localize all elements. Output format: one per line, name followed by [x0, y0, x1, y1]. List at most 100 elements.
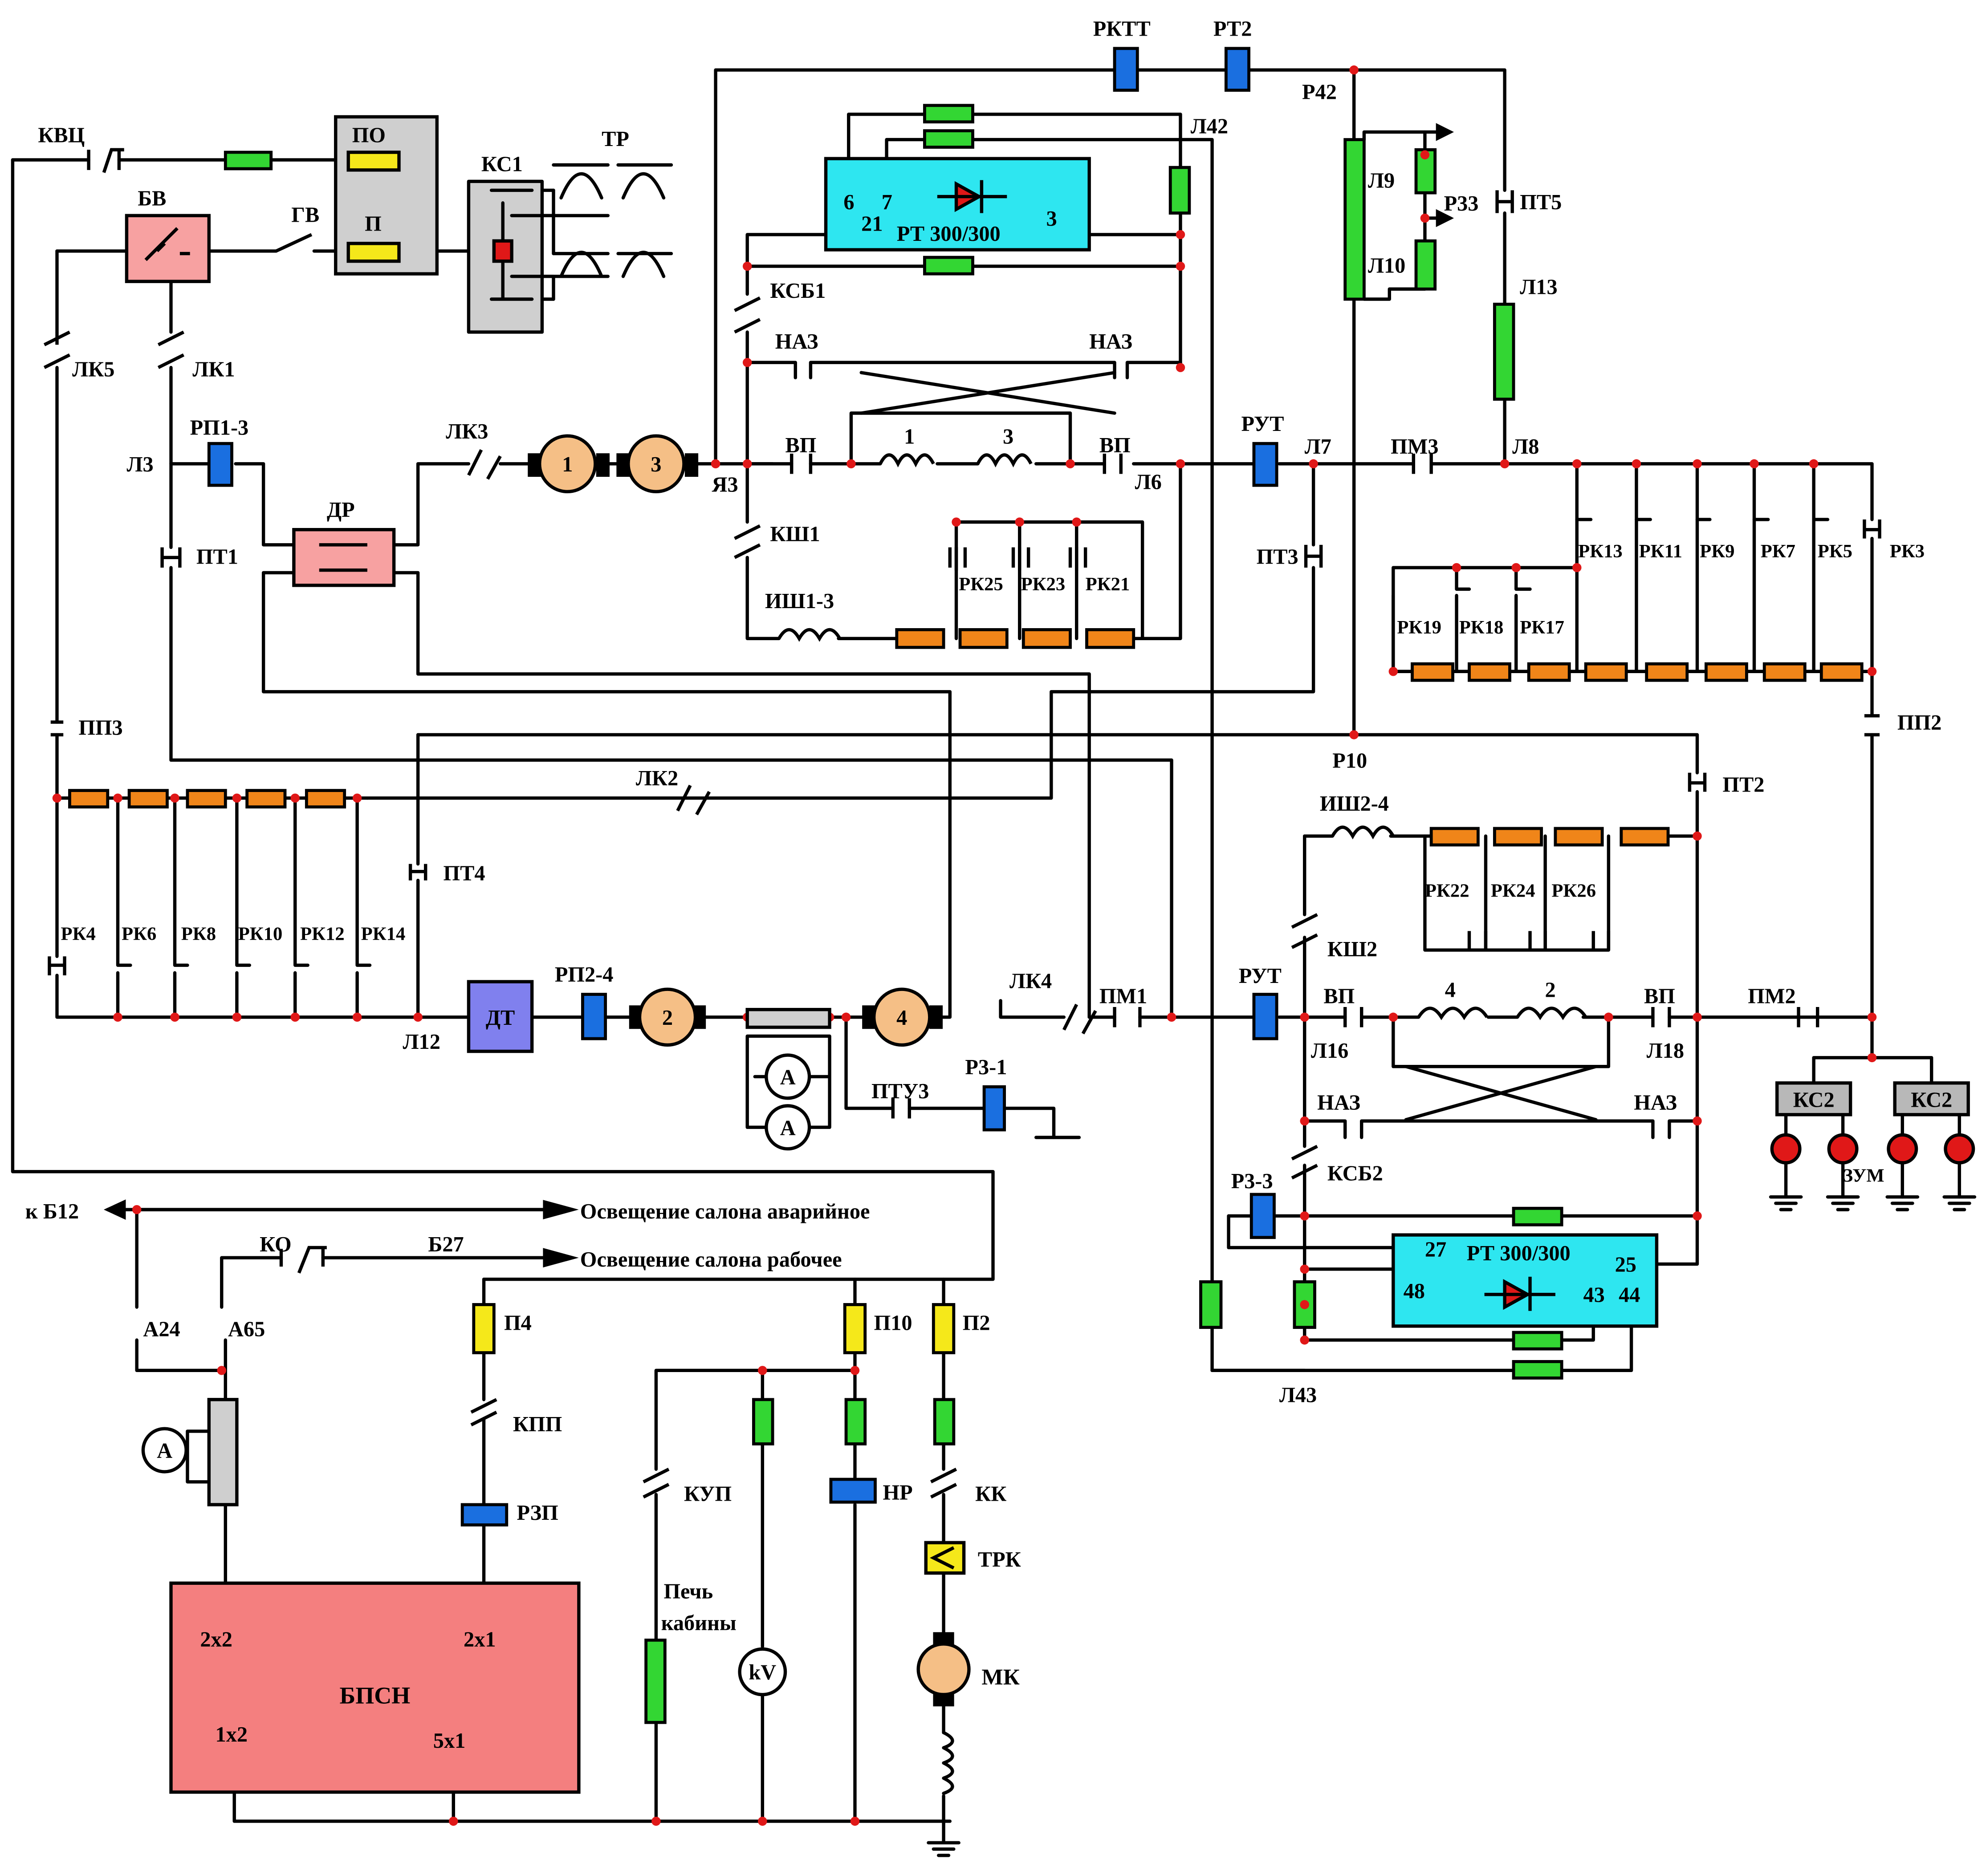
label-po: ПО [352, 123, 386, 147]
junction-dot [1167, 1012, 1176, 1022]
zum-lamp-1 [1770, 1133, 1802, 1165]
trk-block [924, 1541, 966, 1575]
label-rp13: РП1-3 [190, 416, 249, 439]
label-pt5: ПТ5 [1520, 191, 1562, 214]
label-l16: Л16 [1311, 1039, 1348, 1063]
label-a65: А65 [228, 1318, 265, 1341]
r33-arrow-2 [1436, 209, 1454, 227]
junction-dot [1176, 363, 1185, 372]
wire [552, 163, 673, 256]
junction-dot [841, 1012, 851, 1022]
wire [1423, 834, 1611, 952]
wire [1303, 1015, 1874, 1068]
fuse-p [346, 242, 401, 263]
label-pt3: ПТ3 [1257, 545, 1298, 568]
wire [853, 1277, 945, 1307]
field-coil-4 [1417, 1007, 1489, 1020]
label-rt300_bot: РТ 300/300 [1467, 1242, 1571, 1265]
field-coil-3 [976, 453, 1033, 468]
vp-contact-l [790, 454, 813, 474]
junction-dot [846, 459, 856, 469]
label-b27: Б27 [428, 1233, 464, 1256]
label-pin27: 27 [1425, 1238, 1446, 1261]
res-ish2-b [1493, 827, 1543, 847]
label-rt300_top: РТ 300/300 [897, 222, 1001, 246]
arrows [103, 123, 1454, 1268]
wire [1812, 1015, 1933, 1085]
res-rk8 [186, 789, 227, 809]
pt5-contact [1495, 190, 1514, 213]
label-lk5: ЛК5 [72, 358, 114, 382]
res-pech [644, 1638, 667, 1724]
resistors [68, 47, 1864, 1724]
label-l3: Л3 [126, 453, 153, 476]
fuse-p4 [472, 1303, 496, 1354]
junction-dot [711, 459, 720, 469]
label-p42: Р42 [1302, 81, 1337, 104]
label-rk22: РК22 [1425, 881, 1469, 901]
junction-dot [352, 1012, 362, 1022]
junction-dot [850, 1366, 860, 1375]
r33-arrow-1 [1436, 123, 1454, 141]
label-l43: Л43 [1279, 1383, 1317, 1407]
ammeter-2 [765, 1104, 811, 1151]
res-ish2-d [1620, 827, 1670, 847]
label-gv: ГВ [291, 203, 319, 227]
label-pp2: ПП2 [1897, 711, 1941, 735]
rk25-contact [948, 547, 967, 568]
label-rk26: РК26 [1551, 881, 1596, 901]
wire [1575, 518, 1815, 673]
res-kvc [224, 150, 273, 171]
junction-dot [1388, 667, 1398, 676]
junction-dot [113, 793, 122, 803]
label-rk23: РК23 [1021, 574, 1066, 595]
wire [186, 1429, 227, 1484]
label-rk4: РК4 [61, 923, 96, 944]
junction-dot [1300, 1211, 1309, 1221]
trk-symbol [930, 1546, 955, 1570]
dr-symbol [319, 543, 367, 572]
junction-dot [170, 1012, 179, 1022]
label-l8: Л8 [1512, 435, 1539, 459]
res-r33-b [1414, 239, 1437, 291]
wire [355, 796, 372, 1019]
label-ammeter: A [157, 1439, 172, 1463]
rk4-contact [48, 956, 66, 975]
label-ksh2: КШ2 [1327, 938, 1377, 961]
wire [366, 462, 1315, 800]
wire [999, 999, 1306, 1019]
label-ks2a: КС2 [1793, 1088, 1835, 1112]
label-m1: 1 [562, 453, 573, 476]
label-pin21: 21 [861, 212, 883, 236]
label-tr: ТР [602, 127, 629, 151]
vp2-contact-l [1343, 1007, 1363, 1027]
ksh2-contact [1291, 913, 1318, 949]
res-ish1-d [1085, 628, 1135, 649]
wire [745, 330, 1182, 380]
res-ish1-a [895, 628, 945, 649]
relay-r33 [1249, 1193, 1276, 1239]
label-m4: 4 [896, 1006, 907, 1030]
res-l13 [1493, 302, 1515, 401]
junction-dot [290, 1012, 300, 1022]
label-lk2: ЛК2 [636, 767, 678, 790]
label-rk5: РК5 [1818, 541, 1852, 562]
res-rk-4 [1584, 662, 1628, 682]
res-ish2-a [1429, 827, 1480, 847]
wire [293, 796, 309, 1019]
junction-dot [1867, 667, 1877, 676]
res-kv [752, 1398, 774, 1446]
res-top-3 [923, 256, 974, 276]
ish13-coil [777, 628, 842, 642]
junction-dot [758, 1366, 767, 1375]
res-top-1 [923, 104, 974, 124]
relay-nr [829, 1478, 877, 1504]
label-ksh1: КШ1 [770, 522, 820, 546]
label-rk21: РК21 [1086, 574, 1130, 595]
label-rk6: РК6 [122, 923, 156, 944]
vp-contact-r [1103, 454, 1123, 474]
ks1-core [492, 239, 513, 263]
rk3-contact [1863, 519, 1881, 539]
label-pm2: ПМ2 [1748, 984, 1795, 1008]
